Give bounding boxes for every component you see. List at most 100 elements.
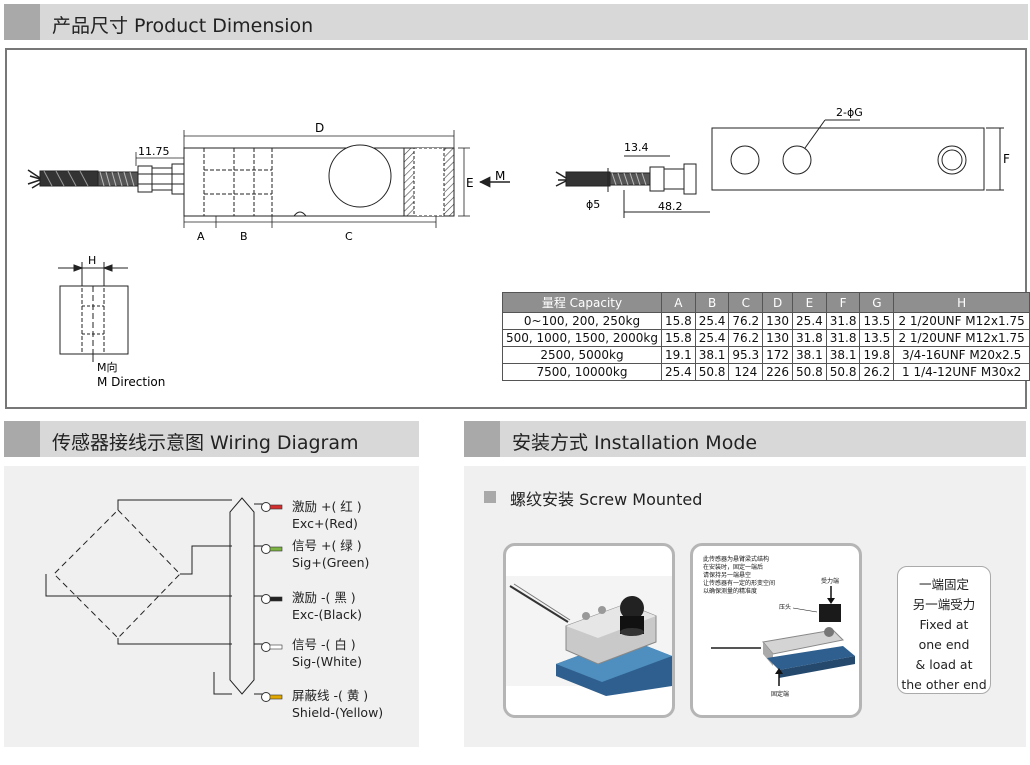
table-cell: 13.5	[859, 312, 895, 330]
wire-label-exc-minus: 激励 -( 黑 ) Exc-(Black)	[292, 589, 362, 623]
header-tab	[464, 421, 500, 457]
table-cell: 124	[728, 363, 764, 381]
table-cell: 50.8	[825, 363, 861, 381]
product-dimension-header: 产品尺寸 Product Dimension	[4, 4, 1028, 40]
wire-label-exc-plus: 激励 +( 红 ) Exc+(Red)	[292, 498, 362, 532]
dim-134-label: 13.4	[624, 141, 649, 154]
installation-photo-3d	[503, 543, 675, 718]
terminal-icon	[261, 502, 283, 512]
dim-e-label: E	[466, 176, 474, 190]
terminal-icon	[261, 642, 283, 652]
table-cell: 19.8	[859, 346, 895, 364]
col-f-header: F	[825, 292, 861, 313]
table-cell: 15.8	[660, 329, 696, 347]
table-cell: 50.8	[792, 363, 827, 381]
table-cell: 31.8	[792, 329, 827, 347]
table-cell: 172	[762, 346, 794, 364]
wire-label-sig-plus: 信号 +( 绿 ) Sig+(Green)	[292, 537, 369, 571]
note-line: one end	[918, 637, 970, 652]
table-cell: 31.8	[825, 329, 861, 347]
top-view	[555, 119, 1004, 218]
m-arrow-label: M	[495, 169, 505, 183]
m-direction-en: M Direction	[97, 375, 165, 389]
table-cell: 38.1	[825, 346, 861, 364]
table-cell: 25.4	[694, 329, 730, 347]
col-e-header: E	[792, 292, 827, 313]
dim-1175-label: 11.75	[138, 145, 170, 158]
terminal-icon	[261, 594, 283, 604]
table-cell: 76.2	[728, 312, 764, 330]
wire-terminal-shield	[260, 688, 284, 702]
product-dimension-title: 产品尺寸 Product Dimension	[52, 15, 314, 37]
table-cell: 19.1	[660, 346, 696, 364]
table-header-row: 量程 Capacity A B C D E F G H	[502, 292, 1030, 313]
press-head-label: 压头	[779, 604, 792, 611]
note-line: Fixed at	[919, 617, 969, 632]
fixed-end-label: 固定端	[771, 691, 790, 698]
table-cell: 26.2	[859, 363, 895, 381]
fixed-load-note: 一端固定 另一端受力 Fixed at one end & load at th…	[897, 566, 991, 694]
col-c-header: C	[728, 292, 764, 313]
installation-mode-title: 安装方式 Installation Mode	[512, 432, 758, 454]
dim-482-label: 48.2	[658, 200, 683, 213]
table-cell: 2 1/20UNF M12x1.75	[893, 329, 1030, 347]
side-view-dimension-lines	[135, 130, 510, 228]
header-tab	[4, 421, 40, 457]
table-cell: 2500, 5000kg	[502, 346, 662, 364]
wire-label-en: Shield-(Yellow)	[292, 705, 384, 720]
installation-note-line: 此传感器为悬臂梁式结构	[703, 556, 770, 563]
wire-label-en: Exc-(Black)	[292, 607, 363, 622]
table-cell: 2 1/20UNF M12x1.75	[893, 312, 1030, 330]
wire-terminal-sig-plus	[260, 540, 284, 554]
wiring-diagram-title: 传感器接线示意图 Wiring Diagram	[52, 432, 359, 454]
wire-label-cn: 激励 +( 红 )	[292, 499, 362, 514]
col-capacity-header: 量程 Capacity	[502, 292, 662, 313]
installation-note-line: 在安装时，固定一端后	[703, 564, 764, 571]
wire-terminal-exc-minus	[260, 590, 284, 604]
table-cell: 25.4	[660, 363, 696, 381]
wiring-diagram-header: 传感器接线示意图 Wiring Diagram	[4, 421, 419, 457]
load-cell-diagram-image	[711, 586, 855, 686]
side-view-body	[183, 144, 455, 217]
table-cell: 500, 1000, 1500, 2000kg	[502, 329, 662, 347]
table-cell: 50.8	[694, 363, 730, 381]
wire-label-shield: 屏蔽线 -( 黄 ) Shield-(Yellow)	[292, 687, 383, 721]
terminal-icon	[261, 692, 283, 702]
dim-c-label: C	[345, 230, 353, 243]
note-line: 一端固定	[918, 577, 969, 592]
installation-mode-header: 安装方式 Installation Mode	[464, 421, 1026, 457]
table-cell: 13.5	[859, 329, 895, 347]
installation-note-line: 让传感器有一定的形变空间	[703, 580, 776, 587]
m-direction-cn: M向	[97, 360, 118, 374]
dim-b-label: B	[240, 230, 248, 243]
table-cell: 38.1	[792, 346, 827, 364]
m-direction-view	[58, 262, 129, 362]
table-cell: 130	[762, 312, 794, 330]
col-g-header: G	[859, 292, 895, 313]
table-cell: 130	[762, 329, 794, 347]
screw-mounted-bullet-icon	[484, 491, 496, 503]
installation-notes: 此传感器为悬臂梁式结构 在安装时，固定一端后 请保持另一端悬空 让传感器有一定的…	[703, 556, 775, 596]
table-cell: 95.3	[728, 346, 764, 364]
table-cell: 25.4	[792, 312, 827, 330]
table-cell: 0~100, 200, 250kg	[502, 312, 662, 330]
wire-label-cn: 信号 +( 绿 )	[292, 538, 362, 553]
dim-a-label: A	[197, 230, 205, 243]
table-cell: 31.8	[825, 312, 861, 330]
side-view-cable	[27, 163, 185, 195]
note-line: the other end	[901, 677, 987, 692]
capacity-spec-table: 量程 Capacity A B C D E F G H 0~100, 200, …	[502, 292, 1030, 381]
wiring-panel	[4, 466, 419, 747]
table-cell: 25.4	[694, 312, 730, 330]
table-cell: 3/4-16UNF M20x2.5	[893, 346, 1030, 364]
wire-terminal-exc-plus	[260, 498, 284, 512]
installation-note-line: 请保持另一端悬空	[703, 572, 752, 579]
table-cell: 7500, 10000kg	[502, 363, 662, 381]
wire-label-en: Exc+(Red)	[292, 516, 358, 531]
col-h-header: H	[893, 292, 1030, 313]
header-tab	[4, 4, 40, 40]
col-d-header: D	[762, 292, 794, 313]
